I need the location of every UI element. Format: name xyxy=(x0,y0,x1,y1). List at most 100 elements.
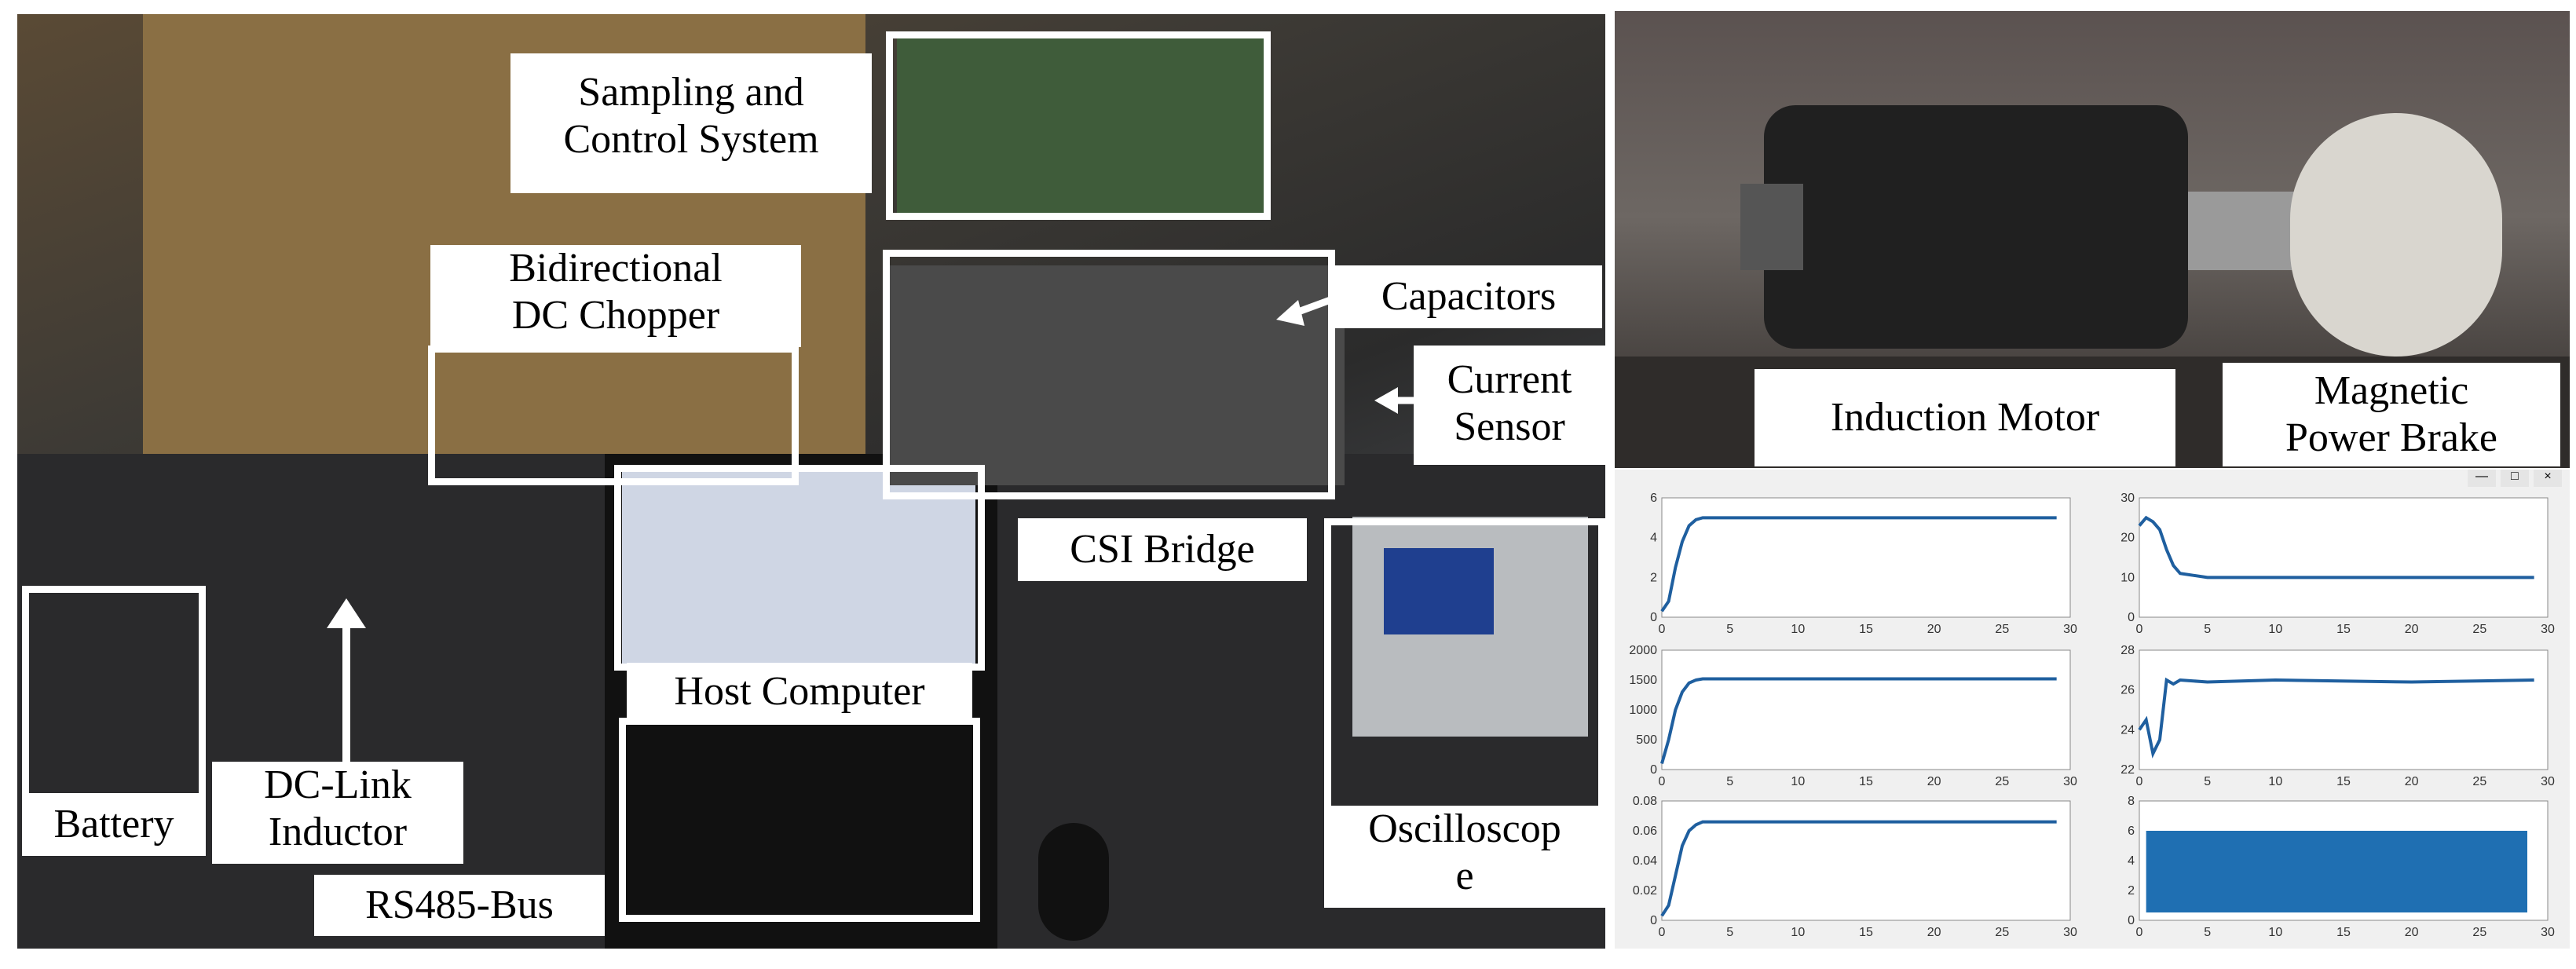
box-host-bottom xyxy=(619,718,980,922)
minimize-button[interactable]: — xyxy=(2468,470,2496,487)
plot-area xyxy=(1661,800,2071,921)
y-tick-label: 0 xyxy=(2128,611,2135,624)
y-tick-label: 0 xyxy=(1650,914,1657,927)
box-battery xyxy=(22,586,206,801)
motor-encoder xyxy=(1740,184,1803,270)
box-chopper xyxy=(428,346,799,485)
x-tick-label: 30 xyxy=(2063,623,2077,636)
series-line xyxy=(2138,515,2534,580)
y-tick-label: 0.02 xyxy=(1633,884,1657,898)
x-tick-label: 10 xyxy=(1791,775,1805,788)
plot-area xyxy=(1661,649,2071,770)
x-tick-label: 25 xyxy=(2472,926,2486,939)
x-tick-label: 25 xyxy=(1995,623,2009,636)
x-tick-label: 30 xyxy=(2063,775,2077,788)
series-line xyxy=(2138,677,2534,759)
x-tick-label: 20 xyxy=(1927,623,1941,636)
series-line xyxy=(1660,677,2057,764)
y-tick-label: 2 xyxy=(1650,571,1657,584)
brake-body xyxy=(2290,113,2502,357)
x-tick-label: 15 xyxy=(1859,926,1873,939)
label-host-computer: Host Computer xyxy=(627,663,972,721)
x-tick-label: 10 xyxy=(2268,926,2282,939)
y-tick-label: 0.04 xyxy=(1633,854,1657,868)
y-tick-label: 4 xyxy=(1650,532,1657,545)
x-tick-label: 5 xyxy=(1726,775,1733,788)
y-tick-label: 0.08 xyxy=(1633,795,1657,808)
x-tick-label: 20 xyxy=(2405,623,2419,636)
x-tick-label: 0 xyxy=(2136,623,2143,636)
close-button[interactable]: × xyxy=(2534,470,2562,487)
x-tick-label: 5 xyxy=(2204,926,2211,939)
subplot-1: 0 5 10 15 20 25 30 0 2 4 6 xyxy=(1650,492,2077,636)
y-tick-label: 0 xyxy=(1650,763,1657,777)
x-tick-label: 15 xyxy=(1859,775,1873,788)
x-tick-label: 10 xyxy=(2268,623,2282,636)
mouse xyxy=(1038,823,1109,941)
x-tick-label: 25 xyxy=(1995,775,2009,788)
series-line xyxy=(1660,516,2057,612)
series-line xyxy=(1660,820,2057,917)
oscilloscope-screen xyxy=(1384,548,1494,634)
y-tick-label: 0 xyxy=(2128,914,2135,927)
box-csi xyxy=(883,250,1335,499)
dc-link-arrow-head xyxy=(327,598,366,628)
x-tick-label: 10 xyxy=(1791,623,1805,636)
y-tick-label: 8 xyxy=(2128,795,2135,808)
box-oscilloscope xyxy=(1324,518,1605,826)
x-tick-label: 0 xyxy=(2136,775,2143,788)
x-tick-label: 25 xyxy=(2472,623,2486,636)
box-host-top xyxy=(614,465,985,671)
dc-link-arrow-shaft xyxy=(342,620,350,777)
x-tick-label: 10 xyxy=(1791,926,1805,939)
box-sampling xyxy=(886,31,1271,220)
x-tick-label: 30 xyxy=(2541,775,2555,788)
x-tick-label: 15 xyxy=(1859,623,1873,636)
x-tick-label: 15 xyxy=(2336,926,2351,939)
y-tick-label: 30 xyxy=(2120,492,2135,505)
x-tick-label: 20 xyxy=(2405,926,2419,939)
x-tick-label: 30 xyxy=(2541,623,2555,636)
y-tick-label: 0 xyxy=(1650,611,1657,624)
x-tick-label: 20 xyxy=(1927,775,1941,788)
series-band xyxy=(2146,831,2527,912)
x-tick-label: 20 xyxy=(1927,926,1941,939)
x-tick-label: 0 xyxy=(1659,623,1666,636)
x-tick-label: 0 xyxy=(2136,926,2143,939)
label-induction-motor: Induction Motor xyxy=(1755,369,2175,466)
y-tick-label: 1500 xyxy=(1629,674,1657,687)
x-tick-label: 5 xyxy=(2204,623,2211,636)
label-rs485: RS485-Bus xyxy=(314,875,605,936)
y-tick-label: 10 xyxy=(2120,571,2135,584)
x-tick-label: 15 xyxy=(2336,775,2351,788)
y-tick-label: 1000 xyxy=(1629,704,1657,717)
x-tick-label: 5 xyxy=(1726,623,1733,636)
control-board xyxy=(897,38,1266,218)
y-tick-label: 6 xyxy=(2128,825,2135,838)
plot-area xyxy=(2139,649,2549,770)
csi-board xyxy=(889,265,1345,485)
y-tick-label: 26 xyxy=(2120,684,2135,697)
x-tick-label: 25 xyxy=(2472,775,2486,788)
label-csi-bridge: CSI Bridge xyxy=(1018,518,1307,581)
x-tick-label: 30 xyxy=(2063,926,2077,939)
y-tick-label: 4 xyxy=(2128,854,2135,868)
motor-body xyxy=(1764,105,2188,349)
maximize-button[interactable]: □ xyxy=(2501,470,2529,487)
y-tick-label: 2 xyxy=(2128,884,2135,898)
y-tick-label: 2000 xyxy=(1629,644,1657,657)
x-tick-label: 25 xyxy=(1995,926,2009,939)
y-tick-label: 28 xyxy=(2120,644,2135,657)
x-tick-label: 5 xyxy=(2204,775,2211,788)
y-tick-label: 6 xyxy=(1650,492,1657,505)
y-tick-label: 20 xyxy=(2120,532,2135,545)
y-tick-label: 24 xyxy=(2120,723,2135,737)
